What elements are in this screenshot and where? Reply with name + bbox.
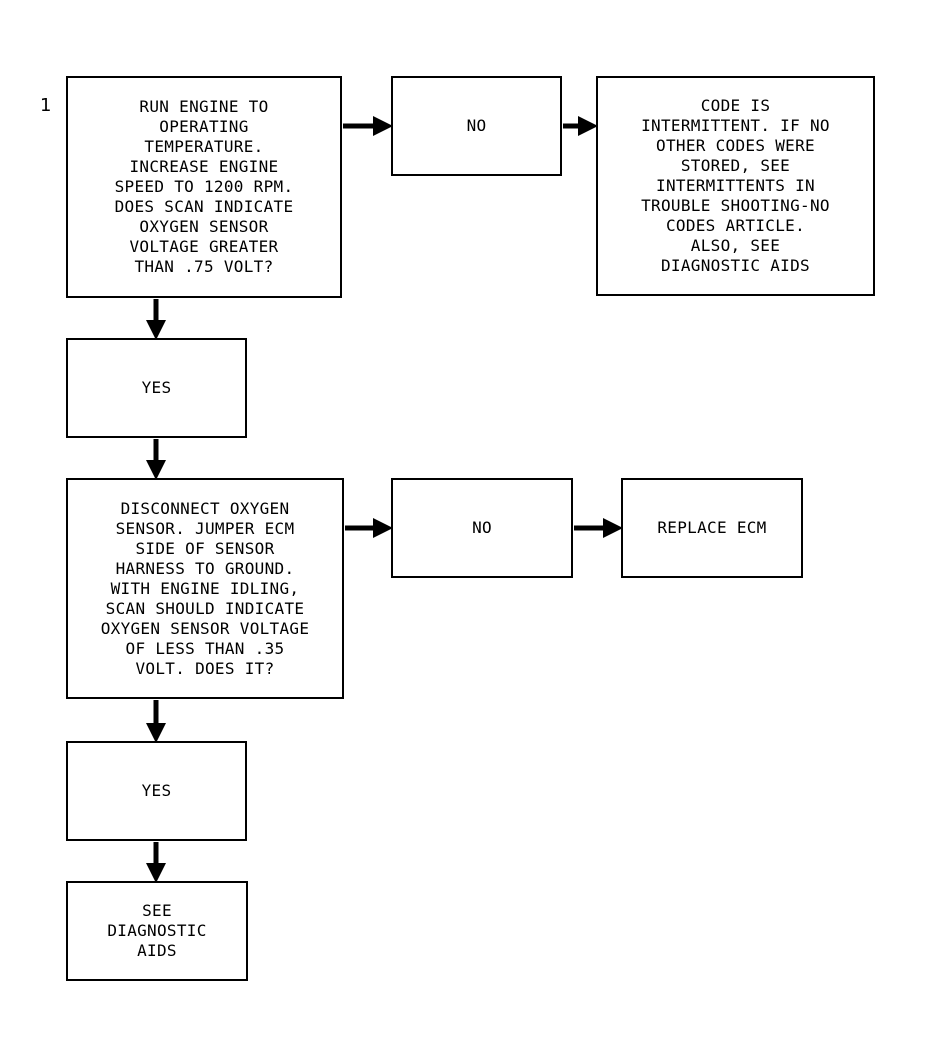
- question-text-disconnect-sensor: DISCONNECT OXYGEN SENSOR. JUMPER ECM SID…: [100, 498, 310, 678]
- answer-box-yes-2: YES: [66, 741, 247, 841]
- result-text-diagnostic-aids: SEE DIAGNOSTIC AIDS: [107, 901, 207, 960]
- result-box-replace-ecm: REPLACE ECM: [621, 478, 803, 578]
- answer-box-no-1: NO: [391, 76, 562, 176]
- answer-label-no-1: NO: [466, 116, 487, 135]
- question-text-engine-temp: RUN ENGINE TO OPERATING TEMPERATURE. INC…: [114, 97, 294, 276]
- step-number: 1: [40, 95, 52, 116]
- result-box-diagnostic-aids: SEE DIAGNOSTIC AIDS: [66, 881, 248, 981]
- question-box-engine-temp: RUN ENGINE TO OPERATING TEMPERATURE. INC…: [66, 76, 342, 298]
- answer-label-yes-1: YES: [141, 378, 172, 397]
- answer-box-no-2: NO: [391, 478, 573, 578]
- result-text-intermittent: CODE IS INTERMITTENT. IF NO OTHER CODES …: [641, 96, 830, 275]
- answer-label-no-2: NO: [472, 518, 492, 537]
- answer-label-yes-2: YES: [141, 781, 172, 800]
- result-box-intermittent: CODE IS INTERMITTENT. IF NO OTHER CODES …: [596, 76, 875, 296]
- answer-box-yes-1: YES: [66, 338, 247, 438]
- result-text-replace-ecm: REPLACE ECM: [657, 518, 767, 537]
- question-box-disconnect-sensor: DISCONNECT OXYGEN SENSOR. JUMPER ECM SID…: [66, 478, 344, 699]
